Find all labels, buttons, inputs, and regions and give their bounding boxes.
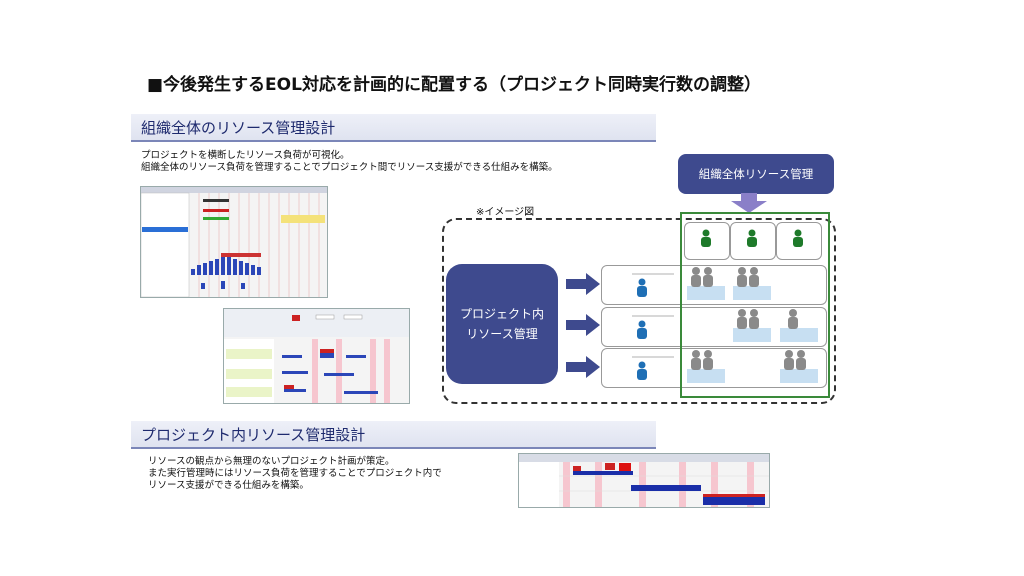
- org-member-icon: [701, 229, 711, 247]
- org-member-cell: [684, 222, 730, 260]
- org-member-cell: [776, 222, 822, 260]
- org-desc-line-2: 組織全体のリソース負荷を管理することでプロジェクト間でリソース支援ができる仕組み…: [141, 162, 558, 173]
- org-resource-frame: [680, 212, 830, 398]
- project-section-header: プロジェクト内リソース管理設計: [131, 421, 656, 449]
- project-member-icon: [632, 356, 674, 380]
- page-title: ■今後発生するEOL対応を計画的に配置する（プロジェクト同時実行数の調整）: [147, 75, 761, 95]
- shared-member-icon: [780, 309, 818, 342]
- diagram-frame: [442, 218, 836, 404]
- org-member-icon: [747, 229, 757, 247]
- org-section-heading: 組織全体のリソース管理設計: [141, 119, 336, 137]
- right-arrow-icon: [566, 356, 600, 378]
- down-arrow-icon: [731, 193, 767, 213]
- right-arrow-icon: [566, 314, 600, 336]
- shared-member-icon: [733, 267, 771, 300]
- project-section-heading: プロジェクト内リソース管理設計: [141, 426, 366, 444]
- shared-member-icon: [687, 350, 725, 383]
- resource-detail-screenshot-graphic: [224, 309, 409, 403]
- resource-detail-screenshot: [223, 308, 410, 404]
- right-arrow-icon: [566, 273, 600, 295]
- org-section-description: プロジェクトを横断したリソース負荷が可視化。 組織全体のリソース負荷を管理するこ…: [141, 150, 558, 174]
- project-resource-screenshot-graphic: [519, 454, 769, 507]
- resource-load-screenshot-graphic: [140, 187, 327, 298]
- project-lane-1: [601, 265, 827, 305]
- project-member-icon: [632, 273, 674, 297]
- org-section-header: 組織全体のリソース管理設計: [131, 114, 656, 142]
- pm-box-line-2: リソース管理: [466, 327, 538, 341]
- project-member-icon: [632, 315, 674, 339]
- project-desc-line-1: リソースの観点から無理のないプロジェクト計画が策定。: [148, 456, 395, 467]
- shared-member-icon: [687, 267, 725, 300]
- pm-box-line-1: プロジェクト内: [459, 307, 544, 321]
- org-member-icon: [793, 229, 803, 247]
- org-desc-line-1: プロジェクトを横断したリソース負荷が可視化。: [141, 150, 350, 161]
- image-note: ※イメージ図: [476, 207, 535, 218]
- project-section-description: リソースの観点から無理のないプロジェクト計画が策定。 また実行管理時にはリソース…: [148, 456, 442, 492]
- shared-member-icon: [780, 350, 818, 383]
- project-desc-line-3: リソース支援ができる仕組みを構築。: [148, 480, 309, 491]
- org-resource-management-label: 組織全体リソース管理: [678, 154, 834, 194]
- project-resource-management-box: プロジェクト内 リソース管理: [446, 264, 558, 384]
- project-resource-screenshot: [518, 453, 770, 508]
- project-desc-line-2: また実行管理時にはリソース負荷を管理することでプロジェクト内で: [148, 468, 442, 479]
- resource-load-screenshot: [140, 186, 328, 298]
- shared-member-icon: [733, 309, 771, 342]
